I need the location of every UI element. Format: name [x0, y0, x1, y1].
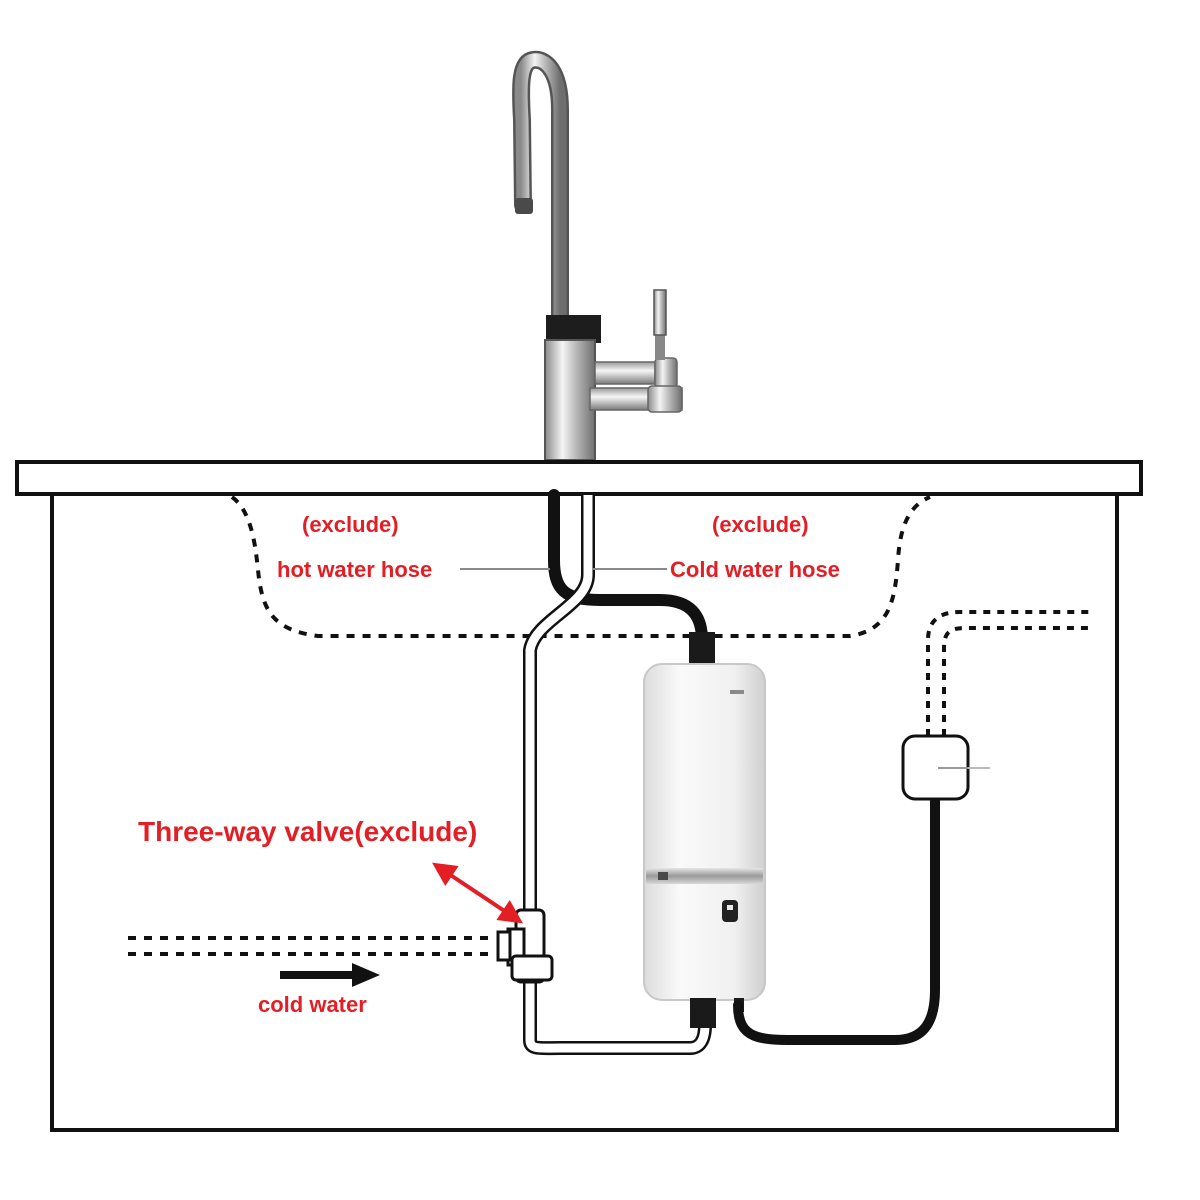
- hot-hose-label: hot water hose: [277, 557, 432, 582]
- power-cable: [733, 795, 940, 1045]
- power-socket: [901, 734, 990, 801]
- valve-pointer-arrow: [432, 862, 523, 924]
- cold-water-arrow: [280, 963, 380, 987]
- faucet: [512, 50, 683, 461]
- three-way-valve: [496, 908, 554, 984]
- cold-hose-label: Cold water hose: [670, 557, 840, 582]
- cold-water-pipe-dashed: [128, 936, 495, 956]
- electrical-line-dashed: [926, 610, 1092, 736]
- water-heater: [643, 663, 766, 1028]
- hot-exclude-label: (exclude): [302, 512, 399, 537]
- countertop: [15, 460, 1143, 496]
- hot-water-hose: [548, 489, 708, 646]
- cabinet: [50, 495, 1119, 1132]
- valve-label: Three-way valve(exclude): [138, 816, 477, 847]
- cold-water-label: cold water: [258, 992, 367, 1017]
- cold-exclude-label: (exclude): [712, 512, 809, 537]
- sink-basin-outline: [230, 495, 931, 638]
